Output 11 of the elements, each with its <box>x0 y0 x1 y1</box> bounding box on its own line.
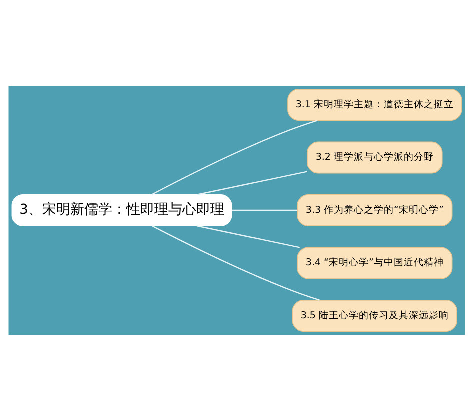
connector <box>152 120 318 195</box>
node-box: 3.1 宋明理学主题：道德主体之挺立 <box>288 88 462 121</box>
node-box: 3、宋明新儒学：性即理与心即理 <box>12 194 232 226</box>
connector <box>197 225 300 248</box>
connector <box>197 170 308 195</box>
connector <box>232 209 298 211</box>
connector <box>152 225 320 300</box>
node-box: 3.2 理学派与心学派的分野 <box>307 141 443 174</box>
node-box: 3.5 陆王心学的传习及其深远影响 <box>292 299 458 332</box>
node-box: 3.4 “宋明心学”与中国近代精神 <box>297 246 453 279</box>
node-box: 3.3 作为养心之学的“宋明心学” <box>297 194 453 226</box>
